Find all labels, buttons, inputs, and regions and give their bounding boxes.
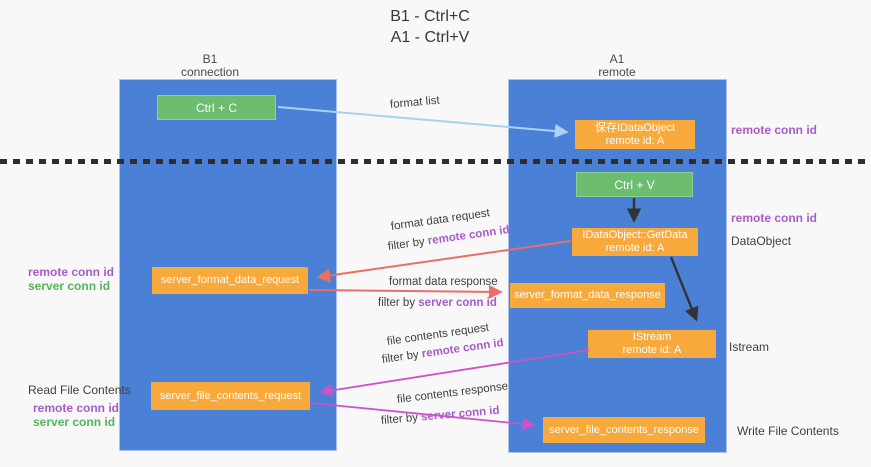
istream-annotation: Istream [729,340,770,354]
server-file-contents-response-box: server_file_contents_response [543,417,705,443]
remote-conn-id-annotation-left-1: remote conn id [28,265,115,279]
format-data-response-arrow-label: format data response [389,276,498,288]
remote-conn-id-annotation-left-2: remote conn id [33,401,120,415]
right-lane-header: A1 remote [542,53,692,79]
server-file-contents-request-box: server_file_contents_request [151,382,310,410]
file-contents-response-arrow-label: file contents response [396,380,509,406]
server-file-contents-request-label: server_file_contents_request [159,389,302,402]
filter-by-server-conn-id-label-1: filter by server conn id [378,297,497,309]
filter-by-text: filter by [380,411,419,427]
remote-conn-id-annotation-mid: remote conn id [731,211,818,225]
ctrl-v-box: Ctrl + V [576,172,693,197]
server-format-data-response-label: server_format_data_response [514,289,661,301]
diagram-title: B1 - Ctrl+C A1 - Ctrl+V [280,6,580,48]
save-idataobject-line2: remote id: A [605,134,665,147]
left-lane-role: connection [180,65,240,79]
server-file-contents-response-label: server_file_contents_response [549,423,699,436]
right-lane-role: remote [598,65,636,79]
save-idataobject-box: 保存IDataObject remote id: A [575,120,695,149]
remote-conn-id-annotation-top: remote conn id [731,123,818,137]
title-line-1: B1 - Ctrl+C [390,8,470,25]
dataobject-annotation: DataObject [731,234,792,248]
server-format-data-request-box: server_format_data_request [152,267,308,294]
format-data-response-arrow [308,284,503,299]
ctrl-v-label: Ctrl + V [614,177,655,192]
istream-line2: remote id: A [622,344,682,356]
idataobject-getdata-box: IDataObject::GetData remote id: A [572,228,698,256]
save-idataobject-line1: 保存IDataObject [594,121,676,134]
write-file-contents-annotation: Write File Contents [737,424,839,438]
left-lane-header: B1 connection [135,53,285,79]
server-conn-id-annotation-left-2: server conn id [33,415,116,429]
server-conn-id-text: server conn id [418,297,497,309]
idataobject-getdata-line1: IDataObject::GetData [582,229,688,241]
filter-by-text: filter by [378,297,416,309]
istream-box: IStream remote id: A [588,330,716,358]
read-file-contents-annotation: Read File Contents [28,383,131,397]
filter-by-text: filter by [387,235,426,253]
idataobject-getdata-line2: remote id: A [605,242,665,254]
ctrl-c-box: Ctrl + C [157,95,276,120]
right-lane-name: A1 [609,52,625,66]
ctrl-c-label: Ctrl + C [195,100,237,115]
filter-by-text: filter by [381,348,420,366]
format-list-arrow-label: format list [389,94,441,111]
title-line-2: A1 - Ctrl+V [390,29,470,46]
server-format-data-response-box: server_format_data_response [510,283,665,308]
istream-line1: IStream [632,331,672,343]
machine-boundary-dashed-line [0,159,871,164]
server-conn-id-annotation-left-1: server conn id [28,279,111,293]
server-format-data-request-label: server_format_data_request [160,274,300,286]
remote-conn-id-text: remote conn id [427,223,511,248]
server-conn-id-text: server conn id [420,404,500,424]
left-lane-name: B1 [202,52,218,66]
filter-by-server-conn-id-label-2: filter by server conn id [380,405,499,427]
